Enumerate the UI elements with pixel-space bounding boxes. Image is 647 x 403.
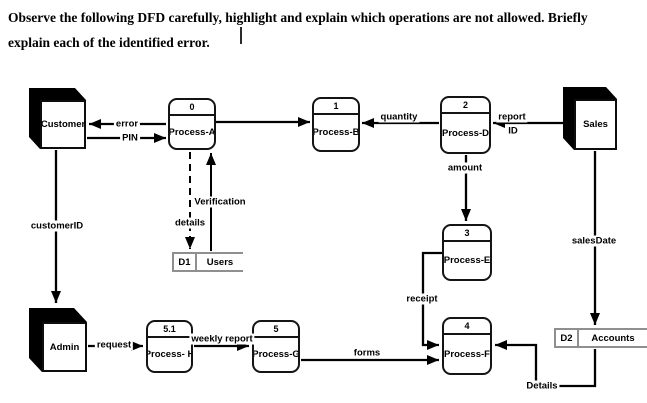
process-d-label: Process-D [442, 127, 489, 139]
datastore-d2-label: Accounts [591, 332, 635, 344]
datastore-d1: D1 Users [172, 252, 243, 272]
process-a: 0 Process-A [168, 98, 216, 150]
process-h-number: 5.1 [148, 322, 191, 338]
process-a-label: Process-A [168, 126, 216, 138]
process-d-number: 2 [442, 98, 489, 114]
text-cursor [240, 27, 242, 44]
process-f-number: 4 [444, 319, 490, 335]
process-b: 1 Process-B [312, 97, 360, 152]
entity-sales-label: Sales [583, 119, 608, 130]
process-f-label: Process-F [444, 348, 490, 360]
entity-admin: Admin [42, 322, 87, 372]
process-d: 2 Process-D [440, 96, 491, 154]
process-e-number: 3 [444, 226, 490, 242]
process-g-number: 5 [254, 322, 298, 338]
datastore-d1-code: D1 [174, 254, 197, 270]
question-line-1[interactable]: Observe the following DFD carefully, hig… [8, 10, 588, 25]
flow-label-weekly-report: weekly report [189, 333, 255, 345]
datastore-d1-label: Users [206, 256, 234, 268]
flow-label-request: request [94, 339, 134, 351]
process-a-number: 0 [170, 100, 214, 116]
entity-sales: Sales [574, 99, 617, 150]
flow-label-forms: forms [351, 347, 383, 359]
datastore-d2: D2 Accounts [554, 328, 647, 348]
process-h: 5.1 Process- H [146, 320, 193, 373]
flow-label-details: details [172, 217, 208, 229]
flow-label-receipt: receipt [404, 293, 440, 305]
question-text[interactable]: Observe the following DFD carefully, hig… [8, 5, 642, 55]
flow-label-report: report [496, 111, 528, 123]
process-f: 4 Process-F [442, 317, 492, 375]
process-e: 3 Process-E [442, 224, 492, 281]
entity-customer: Customer [40, 100, 86, 149]
process-b-label: Process-B [312, 127, 360, 138]
entity-admin-label: Admin [49, 341, 80, 353]
flow-label-sales-date: salesDate [569, 235, 619, 247]
flow-label-quantity: quantity [378, 111, 420, 123]
process-b-number: 1 [314, 99, 358, 115]
process-e-label: Process-E [443, 255, 491, 266]
flow-label-pin: PIN [120, 132, 140, 144]
flow-label-amount: amount [445, 162, 485, 174]
flow-label-account-details: Details [524, 380, 560, 392]
flow-label-customer-id: customerID [28, 220, 86, 232]
question-line-2[interactable]: explain each of the identified error. [8, 35, 210, 50]
flow-label-verification: Verification [192, 196, 248, 208]
datastore-d2-code: D2 [556, 330, 579, 346]
process-g-label: Process-G [252, 349, 300, 360]
process-g: 5 Process-G [252, 320, 300, 373]
process-h-label: Process- H [146, 349, 193, 360]
flow-label-error: error [113, 118, 141, 130]
flow-label-id: ID [506, 125, 520, 137]
entity-customer-label: Customer [40, 119, 86, 130]
